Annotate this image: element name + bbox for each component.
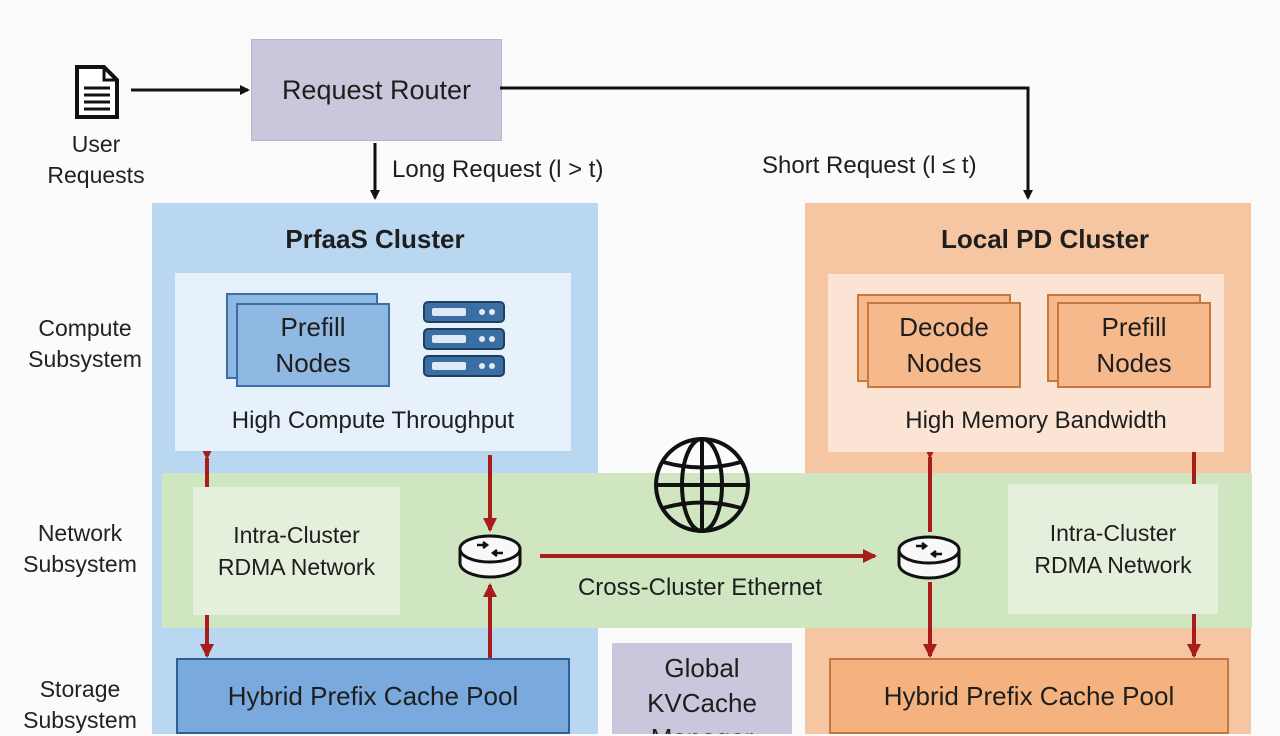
local-switch-icon: [897, 535, 961, 580]
local-compute-caption: High Memory Bandwidth: [905, 407, 1167, 434]
document-icon: [75, 65, 119, 119]
globe-icon: [654, 437, 750, 533]
local-prefill-nodes: Prefill Nodes: [1057, 302, 1211, 388]
prfaas-prefill-nodes: Prefill Nodes: [236, 303, 390, 387]
server-rack-icon: [423, 301, 505, 377]
compute-subsystem-label: Compute Subsystem: [28, 315, 142, 372]
prfaas-rdma-network: Intra-Cluster RDMA Network: [193, 487, 400, 615]
storage-subsystem-label: Storage Subsystem: [23, 676, 137, 733]
network-subsystem-label: Network Subsystem: [23, 520, 137, 577]
short-request-arrow: [500, 86, 1033, 200]
global-kvcache-manager: Global KVCache Manager: [612, 643, 792, 734]
prfaas-compute-caption: High Compute Throughput: [231, 407, 515, 434]
user-requests-label: User Requests: [47, 131, 145, 188]
local-pd-cluster-title: Local PD Cluster: [940, 223, 1150, 254]
prfaas-switch-icon: [458, 534, 522, 579]
cross-cluster-ethernet-label: Cross-Cluster Ethernet: [577, 574, 823, 601]
local-cache-pool: Hybrid Prefix Cache Pool: [829, 658, 1229, 734]
prfaas-cache-pool: Hybrid Prefix Cache Pool: [176, 658, 570, 734]
local-rdma-network: Intra-Cluster RDMA Network: [1008, 484, 1218, 614]
local-decode-nodes: Decode Nodes: [867, 302, 1021, 388]
short-request-label: Short Request (l ≤ t): [762, 152, 977, 179]
long-request-label: Long Request (l > t): [392, 156, 604, 183]
prfaas-cluster-title: PrfaaS Cluster: [285, 223, 465, 254]
request-router: Request Router: [251, 39, 502, 141]
